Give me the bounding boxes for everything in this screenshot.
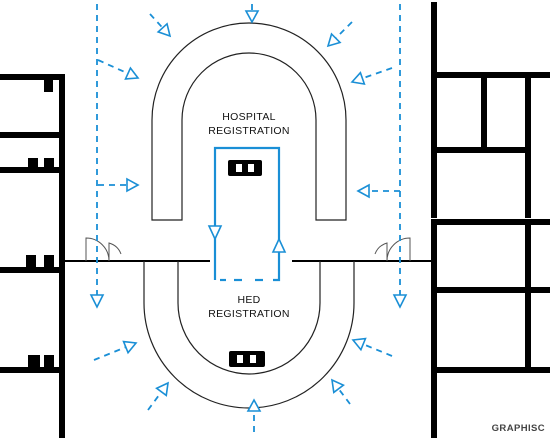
right-lateral-arrow [356, 183, 400, 199]
left-door-icon [85, 237, 122, 262]
approach-arrow-nw [149, 13, 172, 38]
lower-workstation-icon [229, 351, 265, 367]
approach-arrow-ssw [147, 381, 169, 411]
left-lateral-arrow [98, 177, 140, 193]
down-arrow-icon [207, 225, 223, 241]
up-arrow-icon [271, 237, 287, 253]
approach-arrow-ne [326, 21, 353, 48]
approach-arrow-se [351, 337, 393, 357]
upper-workstation-icon [228, 160, 262, 176]
right-corridor-flow-arrow [392, 4, 408, 309]
approach-arrow-e [350, 67, 393, 86]
approach-arrow-s [246, 398, 262, 432]
staff-circulation-loop [207, 146, 287, 282]
approach-arrow-w [97, 59, 140, 80]
approach-arrow-n [244, 4, 260, 24]
patient-flow-arrows [89, 4, 408, 432]
approach-arrow-sw [93, 340, 138, 361]
credit-watermark: GRAPHISC [492, 423, 545, 434]
approach-arrow-sse [330, 378, 351, 405]
hospital-registration-label: REGISTRATION [208, 125, 290, 137]
hospital-registration-desk [151, 22, 347, 221]
hospital-label: HOSPITAL [222, 111, 276, 123]
hed-registration-desk [143, 261, 355, 409]
left-building-walls [0, 74, 65, 438]
hed-registration-label: REGISTRATION [208, 308, 290, 320]
hed-label: HED [237, 294, 260, 306]
right-building-walls [431, 2, 550, 438]
left-corridor-flow-arrow [89, 4, 105, 309]
right-door-icon [374, 237, 411, 262]
